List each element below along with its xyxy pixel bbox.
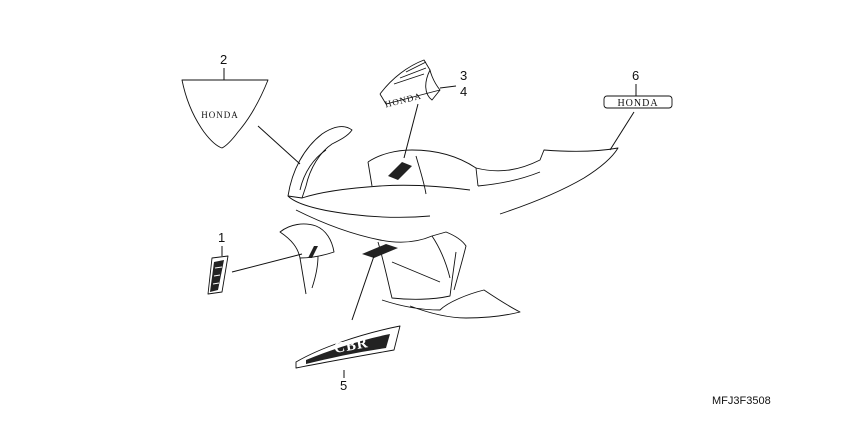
fender-decal	[207, 255, 229, 295]
windscreen-decal: HONDA	[181, 79, 269, 149]
callout-4: 4	[460, 84, 467, 99]
wing-emblem: HONDA	[379, 59, 441, 109]
windscreen-honda-text: HONDA	[201, 110, 239, 120]
callout-6: 6	[632, 68, 639, 83]
callout-2: 2	[220, 52, 227, 67]
callout-5: 5	[340, 378, 347, 393]
leader-lines	[221, 68, 637, 378]
motorcycle-fairing-outline	[279, 126, 619, 319]
fender-decal-mark	[308, 246, 318, 258]
cbr-logo-text: CBR	[333, 335, 370, 357]
cbr-decal: CBR	[295, 325, 401, 369]
callout-3: 3	[460, 68, 467, 83]
tail-honda-text: HONDA	[617, 98, 658, 109]
side-decal-mark	[362, 244, 398, 258]
diagram-code: MFJ3F3508	[712, 395, 771, 407]
callout-1: 1	[218, 230, 225, 245]
tail-emblem: HONDA	[603, 95, 673, 109]
tank-decal-mark	[388, 162, 412, 180]
